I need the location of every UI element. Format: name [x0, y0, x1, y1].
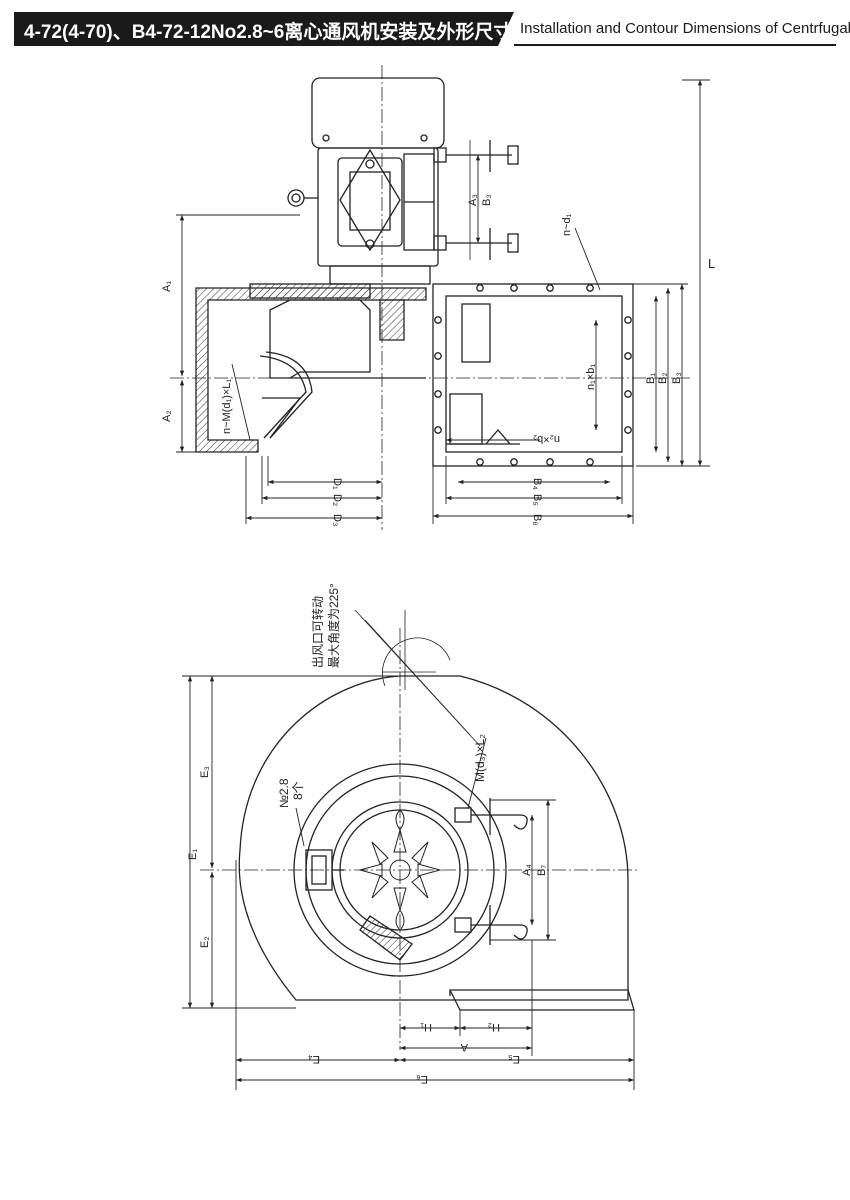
label-H2: H₂	[488, 1021, 500, 1033]
label-E6: E₆	[416, 1073, 428, 1085]
label-B1: B₁	[645, 373, 657, 384]
label-A1: A₁	[161, 281, 173, 292]
label-n-d1: n~d₁	[561, 213, 573, 236]
label-A2: A₂	[161, 410, 173, 422]
header-title-cn: 4-72(4-70)、B4-72-12No2.8~6离心通风机安装及外形尺寸	[24, 22, 513, 43]
label-B5: B₅	[531, 494, 543, 506]
label-D2: D₂	[331, 494, 343, 506]
bolt-size-label: M(d₃)×L₂	[473, 734, 487, 782]
model-size-label: №2.8	[277, 778, 291, 808]
label-E5: E₅	[508, 1053, 520, 1065]
rotate-note-line1: 出风口可转动	[310, 596, 325, 668]
label-B2: B₂	[657, 372, 669, 384]
label-A4: A₄	[521, 864, 533, 876]
outlet-rotation-indicator	[354, 609, 481, 747]
page-header: 4-72(4-70)、B4-72-12No2.8~6离心通风机安装及外形尺寸 I…	[14, 12, 850, 46]
label-n-M-d1-L1: n~M(d₁)×L₁	[221, 379, 233, 434]
label-A: A	[460, 1041, 468, 1053]
label-L: L	[708, 256, 715, 271]
header-title-en: Installation and Contour Dimensions of C…	[520, 20, 850, 37]
label-B3: B₃	[481, 194, 493, 206]
label-D3: D₃	[331, 514, 343, 526]
impeller-blades	[358, 809, 442, 931]
label-E4: E₄	[308, 1053, 320, 1065]
side-bracket	[305, 798, 528, 961]
bolt-count-label: 8个	[291, 781, 305, 800]
label-B4: B₄	[531, 478, 543, 490]
label-E3: E₃	[199, 766, 211, 778]
top-dimensions	[176, 79, 710, 524]
label-n1-b1: n₁×b₁	[585, 364, 597, 390]
label-H1: H₁	[420, 1021, 432, 1033]
top-view: L A₁ A₂ A₃ B₃ n~d₁ n~M(d₁)×L₁ n₁×b₁ n₂×b…	[161, 65, 715, 530]
label-B6: B₆	[531, 514, 543, 526]
fan-housing-section	[195, 283, 427, 453]
label-E2: E₂	[199, 936, 211, 948]
label-D1: D₁	[331, 478, 343, 490]
label-A3: A₃	[467, 194, 479, 206]
label-B3-right: B₃	[671, 372, 683, 384]
top-labels: L A₁ A₂ A₃ B₃ n~d₁ n~M(d₁)×L₁ n₁×b₁ n₂×b…	[161, 194, 715, 526]
motor	[287, 77, 445, 285]
outlet-flange	[432, 283, 634, 467]
label-B7: B₇	[536, 865, 548, 876]
rotate-note-line2: 最大角度为225°	[326, 583, 341, 668]
header-bar-notch	[498, 12, 514, 46]
volute-casing	[238, 675, 635, 1011]
front-dimensions	[182, 675, 635, 1090]
label-E1: E₁	[187, 849, 199, 860]
header-underline	[514, 44, 836, 46]
front-view: 出风口可转动 最大角度为225° №2.8 8个 M(d₃)×L₂ E₁ E₃ …	[182, 583, 640, 1090]
label-n2-b2: n₂×b₂	[533, 433, 560, 445]
front-labels: 出风口可转动 最大角度为225° №2.8 8个 M(d₃)×L₂ E₁ E₃ …	[187, 583, 548, 1085]
header-bar	[14, 12, 498, 46]
